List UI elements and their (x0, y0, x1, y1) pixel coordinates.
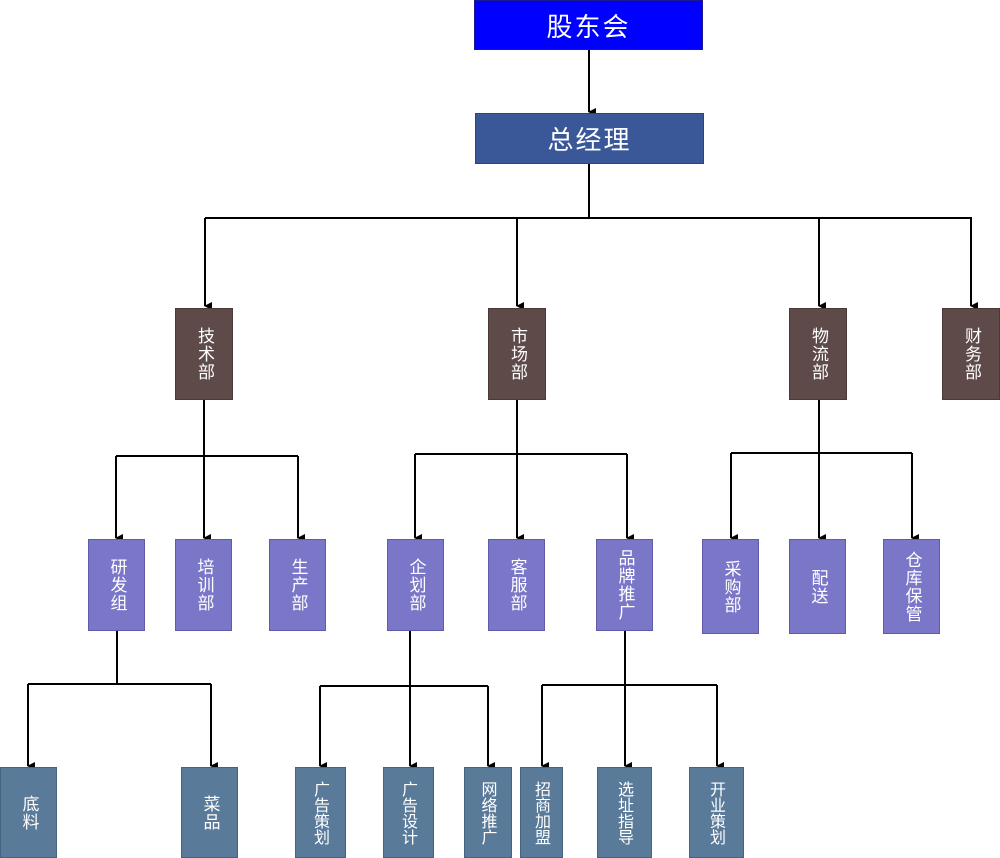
node-label: 股东会 (546, 12, 631, 43)
node-label: 广告设计 (399, 780, 418, 845)
node-label: 技术部 (194, 327, 214, 381)
node-label: 广告策划 (311, 780, 330, 845)
node-general-manager: 总经理 (475, 113, 704, 164)
node-label: 品牌推广 (614, 549, 635, 621)
node-label: 研发组 (106, 558, 127, 612)
node-ad-design: 广告设计 (383, 767, 434, 858)
node-label: 底料 (18, 794, 39, 831)
node-label: 企划部 (405, 558, 426, 612)
node-service-dept: 客服部 (488, 539, 545, 631)
node-label: 配送 (807, 568, 828, 605)
node-site-guidance: 选址指导 (597, 767, 652, 858)
node-label: 财务部 (961, 327, 981, 381)
node-label: 客服部 (506, 558, 527, 612)
node-label: 仓库保管 (901, 550, 922, 623)
node-ad-planning: 广告策划 (295, 767, 346, 858)
node-label: 采购部 (720, 559, 741, 614)
node-tech-dept: 技术部 (175, 308, 233, 400)
node-label: 生产部 (287, 558, 308, 612)
node-dishes: 菜品 (181, 767, 238, 858)
node-purchase-dept: 采购部 (702, 539, 759, 634)
node-label: 物流部 (808, 327, 828, 381)
node-label: 招商加盟 (532, 780, 551, 845)
node-production-dept: 生产部 (269, 539, 326, 631)
node-planning-dept: 企划部 (387, 539, 444, 631)
node-finance-dept: 财务部 (942, 308, 1000, 400)
node-base-ingredients: 底料 (0, 767, 57, 858)
node-franchise: 招商加盟 (520, 767, 563, 858)
node-label: 市场部 (507, 327, 527, 381)
node-opening-planning: 开业策划 (689, 767, 744, 858)
node-warehouse: 仓库保管 (883, 539, 940, 634)
node-label: 总经理 (547, 126, 632, 156)
node-training-dept: 培训部 (175, 539, 232, 631)
node-brand-promotion: 品牌推广 (596, 539, 653, 631)
node-logistics-dept: 物流部 (789, 308, 847, 400)
node-label: 开业策划 (707, 780, 726, 845)
node-label: 网络推广 (478, 780, 498, 845)
node-shareholders: 股东会 (474, 0, 703, 50)
node-online-promotion: 网络推广 (464, 767, 512, 858)
node-market-dept: 市场部 (488, 308, 546, 400)
node-label: 选址指导 (615, 780, 634, 845)
node-label: 培训部 (193, 558, 214, 612)
node-label: 菜品 (199, 794, 220, 831)
node-delivery: 配送 (789, 539, 846, 634)
node-rd-group: 研发组 (88, 539, 145, 631)
